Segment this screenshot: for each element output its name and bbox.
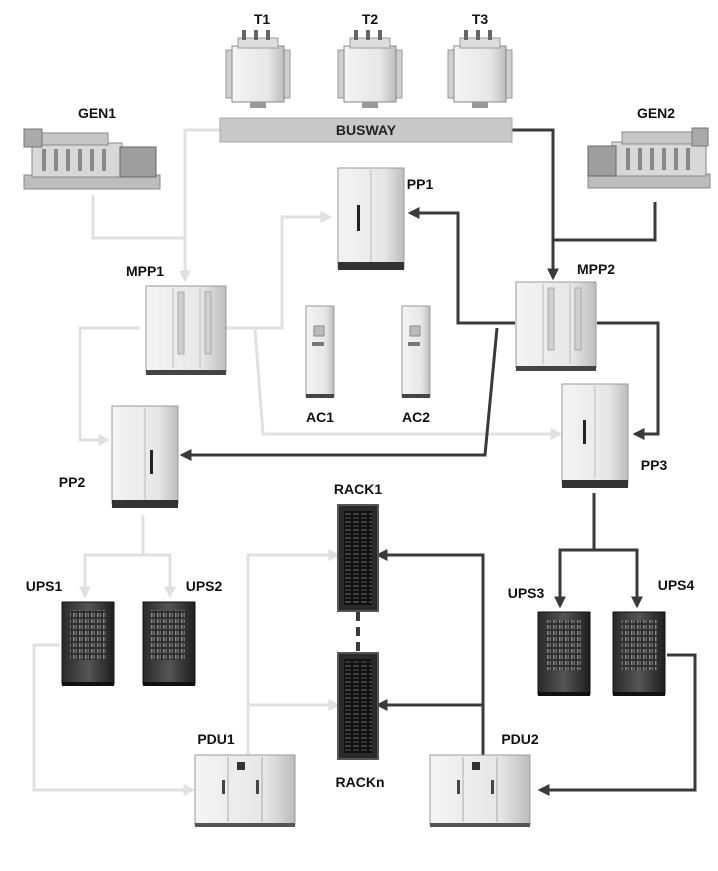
wire-busway-to-mpp2 bbox=[512, 128, 559, 281]
ups-2 bbox=[142, 601, 196, 686]
ups1-label: UPS1 bbox=[26, 578, 63, 594]
ups-1 bbox=[61, 601, 115, 686]
pdu2-label: PDU2 bbox=[501, 731, 539, 747]
light-wires bbox=[32, 128, 563, 796]
transformer-t2 bbox=[337, 30, 403, 108]
t1-label: T1 bbox=[254, 11, 271, 27]
rackn-label: RACKn bbox=[336, 774, 385, 790]
mpp2-label: MPP2 bbox=[577, 261, 615, 277]
t3-label: T3 bbox=[472, 11, 489, 27]
pp1-label: PP1 bbox=[407, 176, 434, 192]
ups-4 bbox=[612, 611, 666, 696]
panel-pp3 bbox=[561, 383, 629, 488]
rack1-label: RACK1 bbox=[334, 481, 382, 497]
ac2-label: AC2 bbox=[402, 409, 430, 425]
wire-mpp2-to-pp3 bbox=[597, 321, 660, 440]
transformer-t3 bbox=[447, 30, 513, 108]
transformer-t1 bbox=[225, 30, 291, 108]
pdu1-label: PDU1 bbox=[197, 731, 235, 747]
generator-gen2 bbox=[587, 127, 711, 189]
t2-label: T2 bbox=[362, 11, 379, 27]
busway-label: BUSWAY bbox=[336, 122, 397, 138]
pdu-2 bbox=[429, 754, 531, 827]
ups4-label: UPS4 bbox=[658, 577, 695, 593]
busway: BUSWAY bbox=[219, 117, 513, 143]
gen1-label: GEN1 bbox=[78, 105, 116, 121]
wire-busway-to-mpp1 bbox=[179, 128, 220, 283]
generator-gen1 bbox=[23, 128, 161, 190]
rack-n bbox=[337, 652, 379, 760]
ups-3 bbox=[537, 611, 591, 696]
ac1-label: AC1 bbox=[306, 409, 334, 425]
wire-mpp2-to-pp2 bbox=[179, 327, 499, 461]
pdu-1 bbox=[194, 754, 296, 827]
panel-ac2 bbox=[401, 305, 431, 398]
wire-pp3-to-ups bbox=[554, 493, 596, 609]
wire-mpp2-to-pp1 bbox=[407, 207, 515, 325]
ups3-label: UPS3 bbox=[508, 585, 545, 601]
rack-1 bbox=[337, 504, 379, 612]
panel-ac1 bbox=[305, 305, 335, 398]
wire-gen1-to-mpp1 bbox=[91, 195, 185, 240]
wire-mpp1-to-pp1 bbox=[226, 211, 333, 330]
gen2-label: GEN2 bbox=[637, 105, 675, 121]
ups2-label: UPS2 bbox=[186, 578, 223, 594]
panel-pp1 bbox=[337, 167, 405, 270]
wire-ups1-to-pdu1 bbox=[32, 643, 196, 796]
wire-pp2-to-ups2 bbox=[143, 553, 176, 599]
wire-pdu1-to-rack1 bbox=[246, 549, 341, 755]
wire-pp2-to-ups bbox=[79, 515, 145, 599]
wire-mpp1-to-pp3 bbox=[253, 329, 563, 440]
wire-pp3-to-ups4 bbox=[594, 548, 643, 609]
wire-ups4-to-pdu2 bbox=[537, 653, 697, 796]
dark-wires bbox=[179, 128, 697, 796]
wire-gen2-to-mpp2 bbox=[553, 202, 657, 242]
pp2-label: PP2 bbox=[59, 474, 86, 490]
wire-mpp1-to-pp2 bbox=[78, 326, 140, 446]
mpp1-label: MPP1 bbox=[126, 263, 164, 279]
panel-mpp2 bbox=[515, 281, 597, 371]
panel-pp2 bbox=[111, 405, 179, 508]
pp3-label: PP3 bbox=[641, 457, 668, 473]
panel-mpp1 bbox=[145, 285, 227, 375]
wire-pdu2-to-rack1 bbox=[375, 549, 485, 755]
